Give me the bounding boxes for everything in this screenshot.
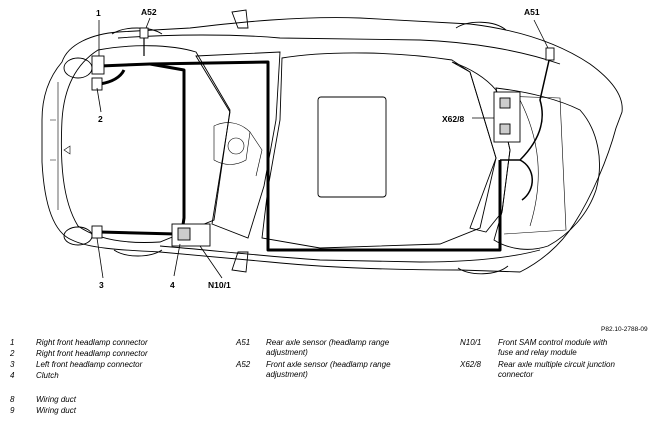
legend-text: Wiring duct (36, 395, 76, 404)
legend-code: 9 (10, 406, 15, 415)
junction-x62-8-plug-a (499, 97, 511, 109)
legend-text-line2: fuse and relay module (498, 348, 577, 357)
legend-row: A51 Rear axle sensor (headlamp range adj… (236, 338, 426, 358)
legend-code: 4 (10, 371, 15, 380)
callout-x62-8: X62/8 (442, 114, 464, 124)
callout-3: 3 (99, 280, 104, 290)
callout-1: 1 (96, 8, 101, 18)
legend-text-line1: Front axle sensor (headlamp range (266, 360, 391, 369)
legend-code: X62/8 (460, 360, 481, 369)
rear-sensor-lead (500, 55, 551, 201)
callout-n10-1: N10/1 (208, 280, 231, 290)
figure-id: P82.10-2788-09 (601, 326, 648, 333)
legend-row: 9 Wiring duct (10, 406, 210, 416)
wiring-harness (99, 60, 502, 252)
callout-a51: A51 (524, 7, 540, 17)
legend-row: 8 Wiring duct (10, 395, 210, 405)
legend-row: A52 Front axle sensor (headlamp range ad… (236, 360, 426, 380)
callout-2: 2 (98, 114, 103, 124)
legend-code: 8 (10, 395, 15, 404)
clutch-4 (177, 227, 191, 241)
connector-3 (91, 225, 103, 239)
legend-row: X62/8 Rear axle multiple circuit junctio… (460, 360, 660, 380)
sensor-a52 (139, 27, 149, 39)
legend-text: Rear axle sensor (headlamp range adjustm… (266, 338, 389, 358)
legend-text-line1: Rear axle sensor (headlamp range (266, 338, 390, 347)
legend-code: 3 (10, 360, 15, 369)
legend-text: Right front headlamp connector (36, 338, 148, 347)
callout-4: 4 (170, 280, 175, 290)
legend-text: Front axle sensor (headlamp range adjust… (266, 360, 391, 380)
legend-row: 2 Right front headlamp connector (10, 349, 210, 359)
legend-text: Wiring duct (36, 406, 76, 415)
leader-lines (96, 17, 549, 279)
legend-code: A52 (236, 360, 251, 369)
legend-code: 2 (10, 349, 15, 358)
legend-code: N10/1 (460, 338, 482, 347)
callout-a52: A52 (141, 7, 157, 17)
sensor-a51 (545, 47, 555, 61)
legend-text-line1: Rear axle multiple circuit junction (498, 360, 615, 369)
legend-text: Front SAM control module with fuse and r… (498, 338, 607, 358)
legend-text: Left front headlamp connector (36, 360, 143, 369)
legend-text-line2: adjustment) (266, 370, 308, 379)
connector-1 (91, 55, 105, 75)
components (91, 27, 555, 247)
legend-text: Clutch (36, 371, 59, 380)
car-body-outline (41, 9, 623, 275)
legend-code: A51 (236, 338, 251, 347)
legend-text: Right front headlamp connector (36, 349, 148, 358)
legend-row: 1 Right front headlamp connector (10, 338, 210, 348)
legend-text-line2: adjustment) (266, 348, 308, 357)
legend-text: Rear axle multiple circuit junction conn… (498, 360, 615, 380)
junction-x62-8-plug-b (499, 123, 511, 135)
legend-code: 1 (10, 338, 15, 347)
legend-row: 3 Left front headlamp connector (10, 360, 210, 370)
legend-row: 4 Clutch (10, 371, 210, 381)
legend-row: N10/1 Front SAM control module with fuse… (460, 338, 660, 358)
legend-text-line1: Front SAM control module with (498, 338, 608, 347)
legend-text-line2: connector (498, 370, 534, 379)
